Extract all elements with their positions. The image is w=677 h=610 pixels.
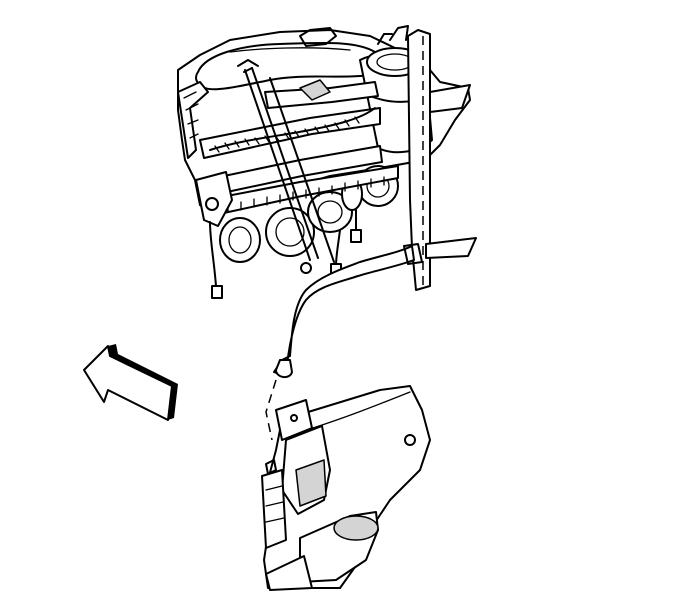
coil-loop-2-inner: [275, 217, 305, 247]
bracket-top-clips: [377, 25, 409, 45]
linkage-rod-2: [251, 67, 319, 259]
hose-body: [273, 245, 415, 377]
rod-end-bolt: [300, 262, 312, 274]
coil-loop-2: [265, 207, 315, 257]
intake-tube-edge: [229, 47, 351, 53]
coil-loop-1: [219, 217, 261, 263]
duct-hole: [404, 434, 416, 446]
small-clip: [265, 459, 277, 475]
hose-bottom-end: [275, 359, 293, 378]
connector-left: [211, 285, 223, 299]
inner-scoop-shade: [295, 459, 327, 507]
right-horizontal-arm: [429, 84, 471, 113]
lower-assembly: [261, 379, 431, 591]
mount-tab-hole: [290, 414, 298, 422]
coil-loop-1-inner: [228, 226, 252, 254]
right-lower-arm: [425, 237, 477, 259]
coil-loop-3: [307, 191, 353, 233]
hose-end-clamp: [403, 243, 423, 265]
bottom-scoop-opening: [333, 515, 379, 541]
coil-loop-3-inner: [317, 200, 343, 224]
dashed-leader: [265, 379, 277, 441]
bottom-lip: [265, 555, 313, 591]
left-rail-lines: [183, 91, 199, 139]
center-plate: [299, 79, 331, 101]
side-vent-lines: [265, 485, 285, 523]
intake-clamp: [299, 27, 337, 47]
linkage-rod-3: [269, 77, 335, 263]
arrow-shadow: [108, 344, 178, 420]
linkage-rod-1: [244, 69, 311, 261]
vertical-bracket: [407, 29, 431, 291]
hose: [273, 243, 423, 378]
connector-wire-left: [209, 221, 217, 287]
upper-assembly: [177, 25, 477, 299]
connector-wire-mid: [335, 229, 341, 267]
side-vent: [261, 469, 287, 549]
top-clip: [237, 59, 259, 73]
arrow-outline: [83, 345, 173, 421]
direction-arrow-icon: [83, 344, 178, 421]
left-bracket-pivot: [205, 197, 219, 211]
connector-right: [350, 229, 362, 243]
